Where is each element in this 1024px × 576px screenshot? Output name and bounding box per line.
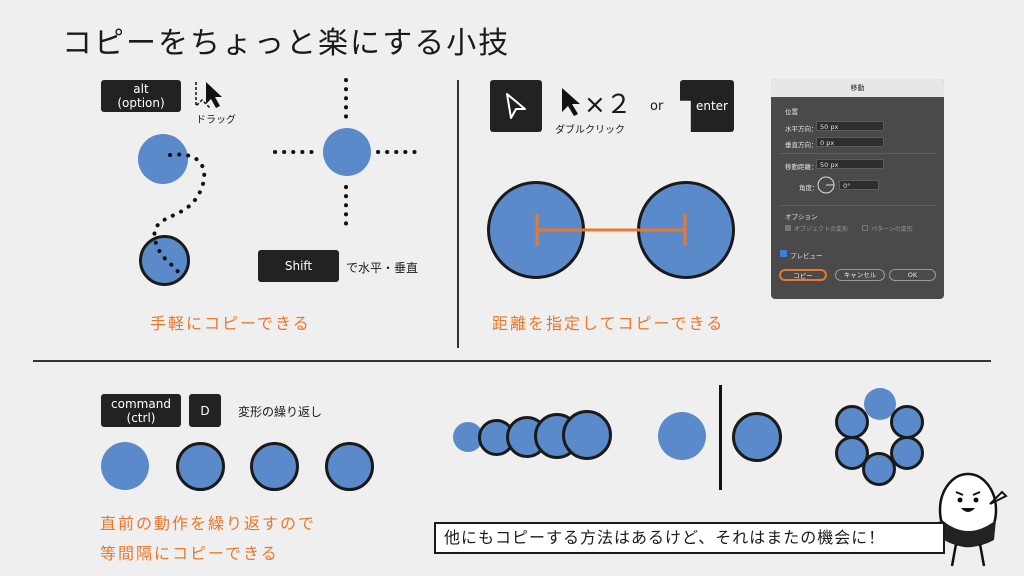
transform-objects-checkbox[interactable] (785, 225, 791, 231)
transform-objects-label: オブジェクトの変形 (794, 226, 849, 233)
times-two-label: ×２ (584, 90, 632, 120)
enter-key-label: enter (695, 99, 728, 113)
d-key-label: D (200, 403, 210, 418)
rotate-circle-3 (890, 436, 924, 470)
source-circle (138, 134, 188, 184)
reflect-source-circle (658, 412, 706, 460)
repeat-circle-3 (250, 442, 299, 491)
preview-checkbox[interactable] (780, 250, 787, 257)
ok-button[interactable]: OK (889, 269, 936, 281)
cursor-icon (562, 88, 580, 116)
angle-label: 角度： (799, 184, 819, 192)
rotate-circle-4 (862, 452, 896, 486)
selection-tool-icon (506, 93, 526, 119)
shift-key: Shift (258, 250, 339, 282)
section3-caption-line2: 等間隔にコピーできる (100, 544, 279, 563)
repeat-circle-1 (101, 442, 149, 490)
d-key: D (189, 394, 221, 427)
drag-path (152, 152, 207, 274)
move-dialog: 移動 位置 水平方向： 50 px 垂直方向： 0 px 移動距離： 50 px… (771, 79, 944, 299)
scale-circle-5 (562, 410, 612, 460)
shift-direction-dots (273, 78, 422, 229)
section2-caption: 距離を指定してコピーできる (492, 314, 725, 333)
vertical-field[interactable]: 0 px (816, 137, 884, 147)
page-title: コピーをちょっと楽にする小技 (62, 26, 511, 61)
rotate-circle-6 (835, 405, 869, 439)
selection-tool-key (490, 80, 542, 132)
drag-label: ドラッグ (196, 115, 236, 126)
options-header: オプション (785, 213, 818, 221)
cancel-button[interactable]: キャンセル (835, 269, 885, 281)
shift-center-circle (323, 128, 371, 176)
command-key: command (ctrl) (101, 394, 181, 427)
repeat-circle-2 (176, 442, 225, 491)
mascot-character (930, 472, 1008, 567)
alt-key-label: alt (133, 82, 149, 96)
section3-caption-line1: 直前の動作を繰り返すので (100, 514, 317, 533)
distance-field[interactable]: 50 px (816, 159, 884, 169)
repeat-circle-4 (325, 442, 374, 491)
horizontal-divider (33, 360, 991, 362)
horizontal-label: 水平方向： (785, 125, 818, 133)
copied-circle (139, 235, 190, 286)
ctrl-key-label: (ctrl) (126, 410, 156, 425)
enter-key: enter (680, 80, 734, 132)
reflect-axis-line (719, 385, 722, 490)
or-label: or (650, 99, 664, 114)
vertical-divider (457, 80, 459, 348)
angle-dial-icon[interactable] (816, 175, 836, 195)
shift-key-label: Shift (284, 259, 313, 273)
rotate-circle-5 (835, 436, 869, 470)
rotate-circle-2 (890, 405, 924, 439)
distance-label: 移動距離： (785, 163, 818, 171)
transform-repeat-label: 変形の繰り返し (238, 405, 323, 419)
dialog-separator (779, 205, 936, 206)
option-key-label: (option) (117, 96, 165, 110)
alt-key: alt (option) (101, 80, 181, 112)
angle-field[interactable]: 0° (839, 180, 879, 190)
distance-measure-line (535, 214, 687, 246)
transform-patterns-checkbox[interactable] (862, 225, 868, 231)
vertical-label: 垂直方向： (785, 141, 818, 149)
preview-label: プレビュー (790, 252, 823, 260)
dialog-title: 移動 (771, 79, 944, 97)
command-key-label: command (111, 396, 171, 411)
section1-caption: 手軽にコピーできる (150, 314, 311, 333)
drag-cursor-icon (195, 82, 222, 109)
horizontal-field[interactable]: 50 px (816, 121, 884, 131)
speech-bubble: 他にもコピーする方法はあるけど、それはまたの機会に！ (434, 522, 945, 554)
position-header: 位置 (785, 108, 798, 116)
double-click-label: ダブルクリック (555, 125, 625, 136)
dialog-separator (779, 153, 936, 154)
copy-button[interactable]: コピー (779, 269, 827, 281)
transform-patterns-label: パターンの変形 (871, 226, 913, 233)
reflect-copied-circle (732, 412, 782, 462)
shift-description: で水平・垂直 (346, 261, 419, 275)
